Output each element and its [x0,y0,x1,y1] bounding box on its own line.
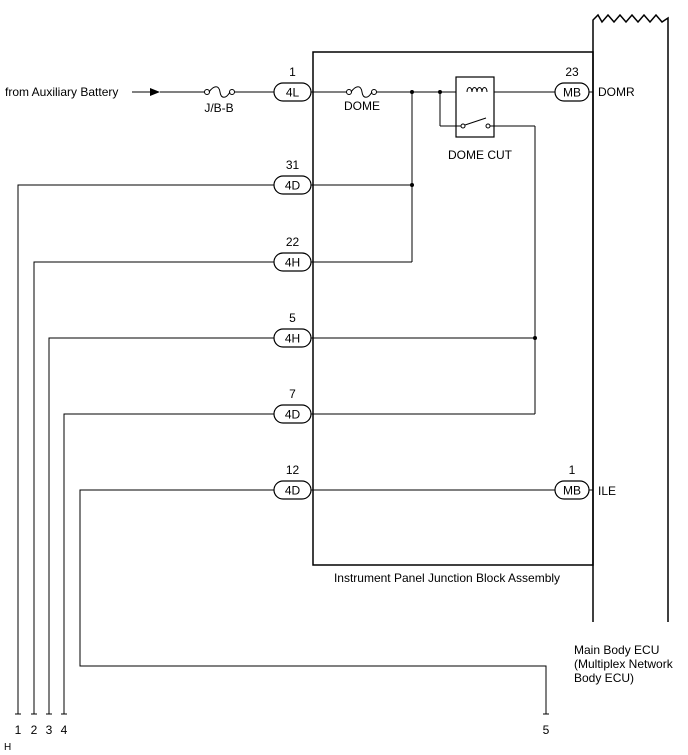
junction-block-label: Instrument Panel Junction Block Assembly [334,571,560,585]
svg-text:MB: MB [563,86,581,100]
terminal-label: 5 [543,723,550,737]
terminal-label: 2 [31,723,38,737]
svg-text:4H: 4H [285,256,300,270]
svg-text:5: 5 [289,311,296,325]
connector-4h-22: 4H 22 [273,235,312,272]
junction-block-box [312,51,594,566]
svg-text:4H: 4H [285,332,300,346]
svg-text:23: 23 [565,65,579,79]
svg-text:12: 12 [286,463,300,477]
connector-4d-12: 4D 12 [273,463,312,500]
svg-text:4D: 4D [285,179,301,193]
ecu-label-2: (Multiplex Network [574,657,674,671]
svg-text:1: 1 [569,463,576,477]
fuse-jbb-label: J/B-B [204,101,233,115]
source-label: from Auxiliary Battery [5,85,118,99]
connector-4h-5: 4H 5 [273,311,312,348]
terminal-label: 3 [46,723,53,737]
terminal-label: 4 [61,723,68,737]
connector-4d-31: 4D 31 [273,158,312,195]
terminal-wires [17,184,547,714]
svg-text:4L: 4L [286,86,300,100]
svg-text:1: 1 [289,65,296,79]
domr-label: DOMR [598,85,635,99]
relay-label: DOME CUT [448,148,513,162]
splice-dot [438,90,442,94]
svg-text:4D: 4D [285,408,301,422]
arrow-right-icon [132,88,160,96]
ile-label: ILE [598,484,616,498]
terminal-label: 1 [15,723,22,737]
main-body-ecu [592,13,669,622]
fuse-icon [346,86,377,98]
relay-icon [439,76,536,414]
fuse-icon [204,86,235,98]
svg-text:7: 7 [289,387,296,401]
ecu-label-1: Main Body ECU [574,643,659,657]
ecu-label-3: Body ECU) [574,671,634,685]
svg-text:4D: 4D [285,484,301,498]
svg-text:MB: MB [563,484,581,498]
svg-text:22: 22 [286,235,300,249]
svg-text:31: 31 [286,158,300,172]
connector-4l: 4L 1 [273,65,312,102]
connector-mb-23: MB 23 [554,65,590,102]
connector-mb-1: MB 1 [554,463,590,500]
fuse-dome-label: DOME [344,99,380,113]
connector-4d-7: 4D 7 [273,387,312,424]
ground-marker-label: H [4,742,11,753]
